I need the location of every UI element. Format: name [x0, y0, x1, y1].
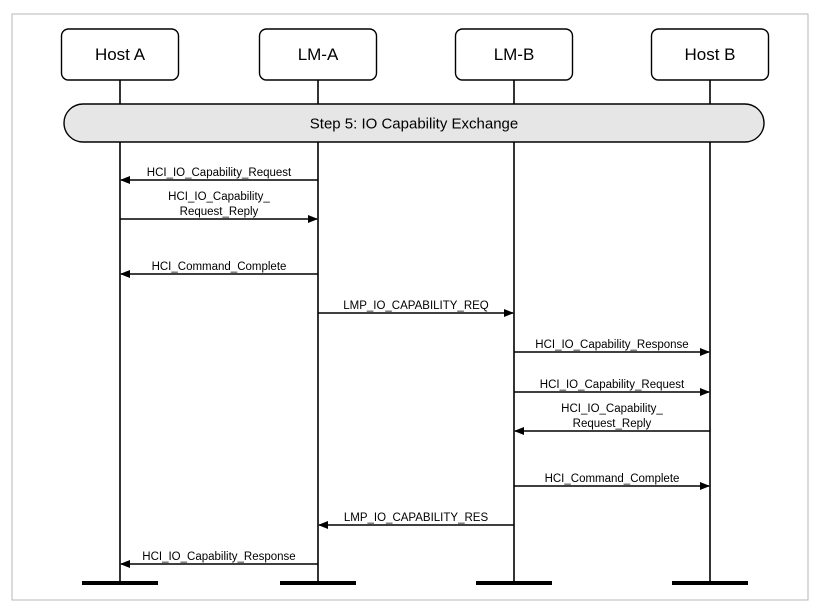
- message-label: LMP_IO_CAPABILITY_RES: [344, 512, 489, 524]
- participant-box: [650, 28, 770, 81]
- participant-box: [258, 28, 378, 81]
- message-label: HCI_IO_Capability_: [168, 191, 270, 203]
- message-label: LMP_IO_CAPABILITY_REQ: [343, 300, 489, 312]
- lifelines: [82, 80, 748, 585]
- message-label: HCI_IO_Capability_Request: [540, 379, 685, 391]
- participant-label: Host A: [95, 45, 146, 64]
- message-label: Request_Reply: [180, 206, 259, 218]
- diagram-frame: [11, 13, 809, 601]
- message-label: HCI_IO_Capability_Request: [147, 167, 292, 179]
- messages: HCI_IO_Capability_RequestHCI_IO_Capabili…: [120, 167, 710, 568]
- message-label: Request_Reply: [573, 418, 652, 430]
- step-banner: Step 5: IO Capability Exchange: [63, 103, 765, 143]
- message-label: HCI_IO_Capability_Response: [142, 551, 295, 563]
- participant-label: Host B: [684, 45, 735, 64]
- message-label: HCI_Command_Complete: [545, 473, 680, 485]
- participant-label: LM-B: [494, 45, 535, 64]
- step-label: Step 5: IO Capability Exchange: [310, 116, 518, 133]
- participant-box: [60, 28, 180, 81]
- message-label: HCI_Command_Complete: [152, 261, 287, 273]
- participant-box: [454, 28, 574, 81]
- message-label: HCI_IO_Capability_: [561, 403, 663, 415]
- step-bar: [63, 103, 765, 143]
- message-label: HCI_IO_Capability_Response: [535, 339, 688, 351]
- participant-boxes: Host A LM-A LM-B Host B: [60, 28, 770, 81]
- participant-label: LM-A: [298, 45, 339, 64]
